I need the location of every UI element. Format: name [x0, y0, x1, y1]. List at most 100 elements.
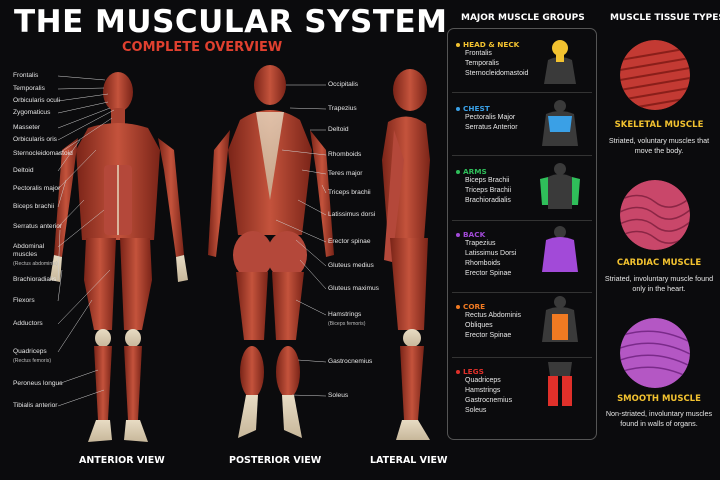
- group-back-label: BACK: [463, 230, 486, 239]
- muscle-item: Quadriceps: [465, 377, 501, 384]
- muscle-item: Trapezius: [465, 240, 496, 247]
- divider: [452, 92, 592, 93]
- cardiac-muscle-image: [620, 180, 690, 250]
- muscle-groups-panel: [447, 28, 597, 440]
- bullet-icon: [456, 304, 460, 309]
- bullet-icon: [456, 369, 460, 374]
- muscle-item: Biceps Brachii: [465, 177, 510, 184]
- group-core-label: CORE: [463, 302, 486, 311]
- label-trapezius: Trapezius: [328, 105, 357, 112]
- label-frontalis: Frontalis: [13, 72, 39, 79]
- muscle-item: Frontalis: [465, 50, 492, 57]
- divider: [452, 155, 592, 156]
- group-chest: CHEST Pectoralis Major Serratus Anterior: [456, 104, 518, 133]
- bullet-icon: [456, 42, 460, 47]
- skeletal-muscle-name: SKELETAL MUSCLE: [614, 120, 704, 130]
- group-core-name: CORE: [456, 302, 521, 311]
- label-serratus-anterior: Serratus anterior: [13, 223, 63, 230]
- divider: [452, 292, 592, 293]
- label-hamstrings-sub: (Biceps femoris): [328, 321, 366, 327]
- torso-thumbnail-head-neck: [544, 40, 576, 84]
- torso-thumbnail-arms: [540, 163, 580, 209]
- group-chest-name: CHEST: [456, 104, 518, 113]
- label-quadriceps: Quadriceps: [13, 348, 47, 355]
- muscle-item: Temporalis: [465, 60, 499, 67]
- divider: [452, 357, 592, 358]
- smooth-muscle-desc: Non-striated, involuntary muscles found …: [605, 409, 713, 428]
- divider: [452, 220, 592, 221]
- group-back-name: BACK: [456, 230, 516, 239]
- smooth-muscle-name: SMOOTH MUSCLE: [617, 394, 701, 404]
- group-core: CORE Rectus Abdominis Obliques Erector S…: [456, 302, 521, 341]
- label-flexors: Flexors: [13, 297, 35, 304]
- group-arms: ARMS Biceps Brachii Triceps Brachii Brac…: [456, 167, 511, 206]
- label-deltoid-anterior: Deltoid: [13, 167, 34, 174]
- torso-thumbnail-back: [542, 226, 578, 272]
- page-title: THE MUSCULAR SYSTEM: [14, 4, 448, 40]
- label-hamstrings: Hamstrings: [328, 311, 362, 318]
- label-erector-spinae: Erector spinae: [328, 238, 371, 245]
- label-quadriceps-sub: (Rectus femoris): [13, 358, 52, 364]
- label-pectoralis-major: Pectoralis major: [13, 185, 61, 192]
- muscle-item: Latissimus Dorsi: [465, 250, 517, 257]
- muscle-item: Triceps Brachii: [465, 187, 512, 194]
- label-rhomboids: Rhomboids: [328, 151, 362, 158]
- label-soleus: Soleus: [328, 392, 349, 399]
- group-head-neck-label: HEAD & NECK: [463, 40, 520, 49]
- muscle-item: Soleus: [465, 407, 487, 414]
- group-head-neck: HEAD & NECK Frontalis Temporalis Sternoc…: [456, 40, 528, 79]
- label-adductors: Adductors: [13, 320, 43, 327]
- group-head-neck-name: HEAD & NECK: [456, 40, 528, 49]
- label-orbicularis-oris: Orbicularis oris: [13, 136, 57, 143]
- group-arms-name: ARMS: [456, 167, 511, 176]
- torso-thumbnail-chest: [542, 100, 578, 146]
- anterior-figure: [50, 72, 188, 442]
- anterior-leader-lines: [57, 75, 115, 407]
- torso-thumbnail-core: [542, 296, 578, 342]
- muscle-item: Sternocleidomastoid: [465, 70, 529, 77]
- label-abdominal-muscles: Abdominal muscles: [13, 243, 45, 258]
- group-legs-name: LEGS: [456, 367, 512, 376]
- label-gluteus-medius: Gluteus medius: [328, 262, 374, 269]
- group-arms-label: ARMS: [463, 167, 487, 176]
- label-biceps-brachii: Biceps brachii: [13, 203, 55, 210]
- label-tibialis-anterior: Tibialis anterior: [13, 402, 58, 409]
- skeletal-muscle-image: [620, 40, 690, 110]
- group-chest-label: CHEST: [463, 104, 490, 113]
- label-temporalis: Temporalis: [13, 85, 45, 92]
- posterior-view-caption: POSTERIOR VIEW: [229, 455, 322, 466]
- label-gluteus-maximus: Gluteus maximus: [328, 285, 379, 292]
- label-orbicularis-oculi: Orbicularis oculi: [13, 97, 60, 104]
- muscle-item: Gastrocnemius: [465, 397, 513, 404]
- muscle-item: Erector Spinae: [465, 332, 512, 339]
- muscle-item: Hamstrings: [465, 387, 501, 394]
- muscle-item: Erector Spinae: [465, 270, 512, 277]
- tissue-types-title: MUSCLE TISSUE TYPES: [610, 13, 720, 23]
- torso-thumbnail-legs: [548, 362, 572, 406]
- skeletal-muscle-desc: Striated, voluntary muscles that move th…: [608, 136, 710, 155]
- bullet-icon: [456, 106, 460, 111]
- label-triceps-brachii: Triceps brachii: [328, 189, 371, 196]
- label-gastrocnemius: Gastrocnemius: [328, 358, 373, 365]
- muscle-item: Rhomboids: [465, 260, 501, 267]
- group-legs: LEGS Quadriceps Hamstrings Gastrocnemius…: [456, 367, 512, 416]
- label-masseter: Masseter: [13, 124, 41, 131]
- label-zygomaticus: Zygomaticus: [13, 109, 51, 116]
- label-brachioradialis: Brachioradialis: [13, 276, 57, 283]
- group-legs-label: LEGS: [463, 367, 484, 376]
- posterior-leader-lines: [275, 84, 327, 397]
- bullet-icon: [456, 169, 460, 174]
- cardiac-muscle-name: CARDIAC MUSCLE: [616, 258, 702, 268]
- smooth-muscle-image: [620, 318, 690, 388]
- lateral-figure: [382, 69, 430, 440]
- posterior-figure: [208, 65, 334, 438]
- label-latissimus-dorsi: Latissimus dorsi: [328, 211, 376, 218]
- lateral-view-caption: LATERAL VIEW: [370, 455, 448, 466]
- label-teres-major: Teres major: [328, 170, 363, 177]
- cardiac-muscle-desc: Striated, involuntary muscle found only …: [604, 274, 714, 293]
- anterior-view-caption: ANTERIOR VIEW: [79, 455, 165, 466]
- muscle-groups-title: MAJOR MUSCLE GROUPS: [461, 13, 585, 23]
- page-subtitle: COMPLETE OVERVIEW: [122, 40, 283, 55]
- muscle-item: Brachioradialis: [465, 197, 511, 204]
